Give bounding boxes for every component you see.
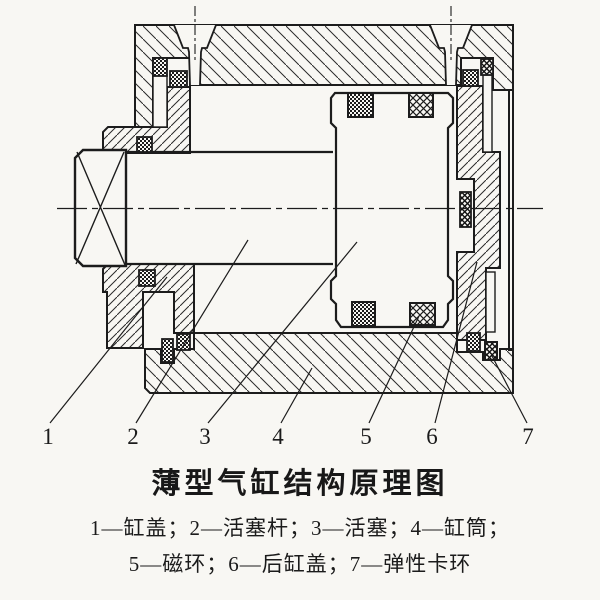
- magnet-ring-top: [408, 92, 434, 118]
- callout-6: 6: [426, 424, 438, 449]
- callout-1: 1: [42, 424, 54, 449]
- leader-1: [49, 276, 168, 424]
- seal-front-top-outer: [169, 70, 188, 88]
- leader-4: [280, 367, 313, 424]
- rear-cover-bumper: [459, 191, 472, 228]
- front-sleeve-strip: [152, 74, 168, 128]
- pneumatic-cylinder-cross-section: 1 2 3 4 5 6 7: [42, 6, 543, 449]
- seal-front-top-inner: [152, 57, 168, 77]
- leader-6: [434, 261, 478, 424]
- legend-row-1: 1—缸盖；2—活塞杆；3—活塞；4—缸筒；: [90, 516, 510, 540]
- magnet-ring-bottom: [409, 302, 436, 326]
- piston-rod: [125, 150, 333, 266]
- seal-rear-top-outer: [480, 58, 494, 76]
- air-port-right: [429, 6, 473, 86]
- seal-rear-top-inner: [462, 69, 479, 87]
- figure-title: 薄型气缸结构原理图: [151, 468, 449, 500]
- rod-seal-bottom: [138, 269, 156, 287]
- piston: [329, 91, 455, 329]
- rear-sleeve-strip-bottom: [485, 271, 496, 333]
- callout-3: 3: [199, 424, 211, 449]
- seal-front-bottom-outer: [176, 333, 191, 351]
- seal-front-bottom-inner: [161, 338, 174, 363]
- leader-3: [207, 241, 358, 424]
- piston-ring-bottom-left: [351, 301, 376, 327]
- seal-rear-bottom-inner: [466, 332, 481, 352]
- figure-legend: 1—缸盖；2—活塞杆；3—活塞；4—缸筒； 5—磁环；6—后缸盖；7—弹性卡环: [0, 510, 600, 582]
- legend-row-2: 5—磁环；6—后缸盖；7—弹性卡环: [128, 552, 472, 576]
- piston-ring-top-left: [347, 92, 374, 118]
- callout-5: 5: [360, 424, 372, 449]
- leader-lines: [49, 239, 528, 424]
- rod-seal-top: [136, 136, 153, 153]
- callout-4: 4: [272, 424, 284, 449]
- callout-2: 2: [127, 424, 139, 449]
- snap-ring: [484, 341, 498, 361]
- rear-sleeve-strip-top: [482, 74, 493, 153]
- leader-2: [135, 239, 249, 424]
- air-port-left: [173, 6, 217, 86]
- callout-7: 7: [522, 424, 534, 449]
- leader-7: [491, 355, 528, 424]
- rod-end-block: [73, 148, 128, 268]
- cylinder-body-right-wall: [508, 89, 514, 351]
- leader-5: [368, 315, 420, 424]
- cylinder-body-bottom-wall: [144, 332, 514, 394]
